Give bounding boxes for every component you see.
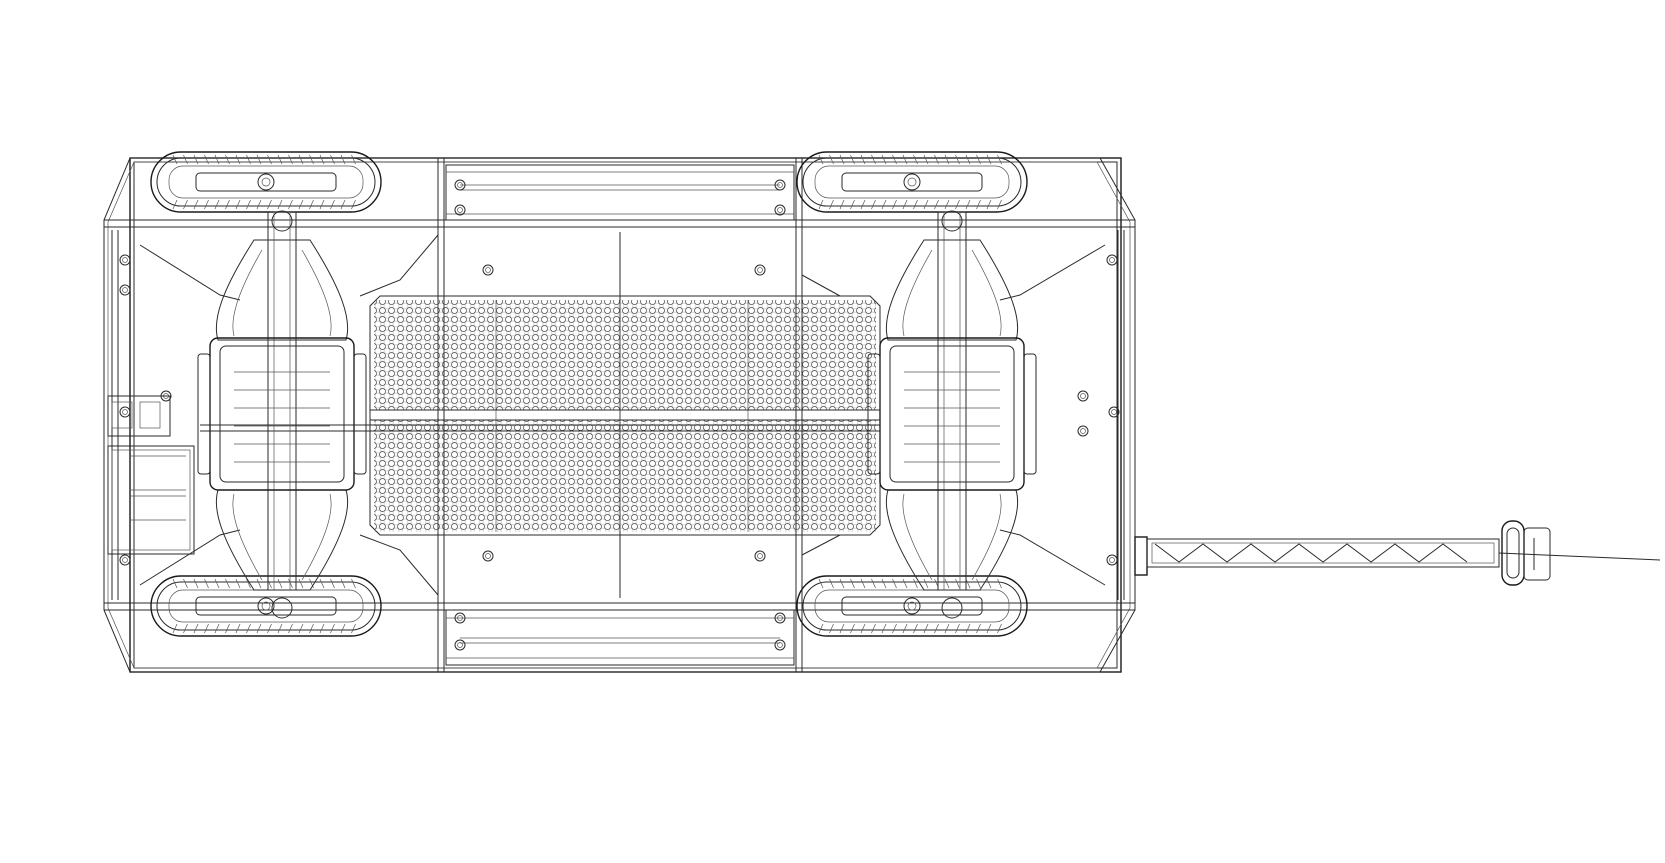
axle-rear [867,210,1037,619]
wheel-front-right [796,151,1028,213]
battery-box [107,395,195,555]
side-rail-panels [445,164,795,666]
axle-front [197,210,367,619]
tow-bar [1134,536,1661,576]
perforated-deck [200,295,881,536]
tow-handle [1501,520,1551,586]
wheel-rear-right [796,575,1028,637]
corner-brackets [139,234,1106,596]
chassis-frame [103,157,1136,673]
wheel-rear-left [150,575,382,637]
mounting-bolts [119,179,1120,651]
wheel-front-left [150,151,382,213]
